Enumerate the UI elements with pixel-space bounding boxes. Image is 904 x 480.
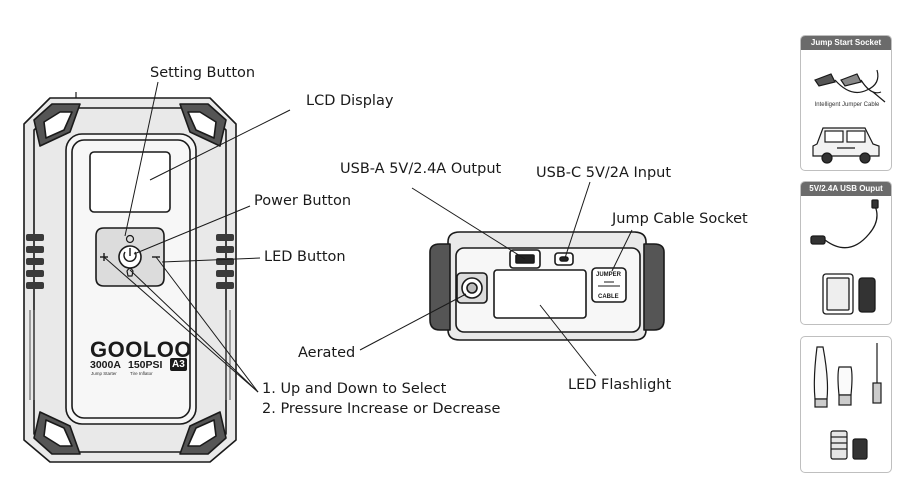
panel-caption: Intelligent Jumper Cable	[814, 102, 880, 108]
panel-nozzle-adapters	[800, 336, 892, 473]
label-usb-c: USB-C 5V/2A Input	[536, 165, 672, 181]
jeep-suv-icon	[812, 127, 880, 164]
tablet-and-phone-icon	[822, 273, 876, 315]
panel-title: 5V/2.4A USB Ouput	[801, 182, 891, 196]
label-aerated: Aerated	[298, 345, 356, 361]
socket-label-top: JUMPER	[596, 272, 622, 278]
label-led-flashlight: LED Flashlight	[568, 377, 672, 393]
label-led-button: LED Button	[264, 249, 346, 265]
label-instruction-2: 2. Pressure Increase or Decrease	[262, 401, 501, 417]
label-jump-cable-socket: Jump Cable Socket	[612, 211, 748, 227]
panel-usb-output: 5V/2.4A USB Ouput	[800, 181, 892, 325]
panel-jump-start-socket: Jump Start Socket Intelligent Jumper Cab…	[800, 35, 892, 171]
usb-cable-icon	[810, 199, 879, 249]
spec-amps: 3000A	[90, 359, 121, 371]
label-lcd-display: LCD Display	[306, 93, 394, 109]
spec-model-badge: A3	[170, 358, 187, 371]
label-setting-button: Setting Button	[150, 65, 256, 81]
label-instruction-1: 1. Up and Down to Select	[262, 381, 447, 397]
spec-psi: 150PSI	[128, 359, 163, 371]
spec-psi-sub: Tire Inflator	[130, 371, 153, 376]
panel-title: Jump Start Socket	[801, 36, 891, 50]
label-power-button: Power Button	[254, 193, 352, 209]
inflator-nozzles-icon	[813, 343, 882, 460]
jumper-cable-clamps-icon	[814, 69, 886, 103]
socket-label-bottom: CABLE	[598, 294, 619, 300]
label-usb-a: USB-A 5V/2.4A Output	[340, 161, 502, 177]
device-brand-logo: GOOLOO	[90, 337, 192, 362]
spec-amps-sub: Jump Starter	[91, 371, 117, 376]
